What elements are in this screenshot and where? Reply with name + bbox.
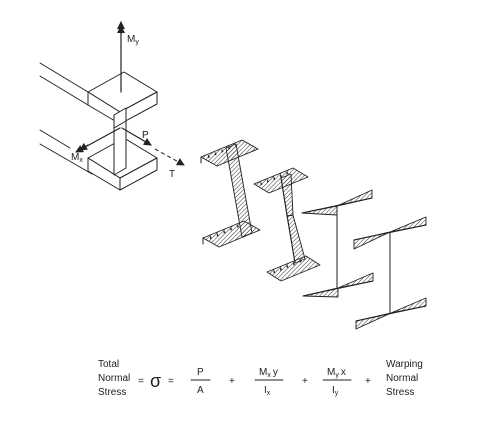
i-beam — [39, 62, 158, 191]
stress-arrow-tick — [280, 173, 282, 178]
my-bending-section — [301, 189, 374, 298]
equals-sign-2: = — [168, 376, 174, 387]
equals-sign-1: = — [138, 376, 144, 387]
my-label: My — [127, 34, 139, 46]
stress-arrow-tick — [223, 229, 226, 234]
plus-sign-2: + — [302, 376, 308, 387]
axial-stress-section — [200, 139, 261, 248]
sigma-symbol: σ — [150, 371, 161, 391]
stress-arrow-tick — [273, 176, 276, 181]
stress-arrow-tick — [280, 266, 282, 271]
t-label: T — [169, 169, 175, 180]
term2-denominator: Ix — [264, 385, 271, 397]
total-normal-stress-label-line3: Stress — [98, 387, 126, 398]
term1-numerator: P — [197, 367, 204, 378]
term1-denominator: A — [197, 385, 204, 396]
stress-arrow-tick — [230, 226, 233, 231]
p-label: P — [142, 130, 149, 141]
stress-arrow-tick — [237, 223, 240, 229]
plus-sign-3: + — [365, 376, 371, 387]
stress-arrow-tick — [209, 235, 212, 240]
stress-arrow-tick — [286, 170, 289, 175]
stress-arrow-tick — [228, 145, 231, 150]
stress-arrow-tick — [214, 151, 217, 156]
mx-label: Mx — [71, 152, 83, 164]
stress-arrow-tick — [207, 154, 210, 159]
total-normal-stress-label: Total — [98, 359, 119, 370]
total-normal-stress-label-line2: Normal — [98, 373, 130, 384]
stress-arrow-tick — [221, 148, 224, 153]
stress-arrow-tick — [216, 232, 219, 237]
p-force-arrow — [121, 127, 152, 146]
stress-arrow-ticks — [207, 142, 302, 274]
warping-section — [353, 216, 427, 330]
stress-arrow-tick — [260, 181, 263, 186]
stress-arrow-tick — [293, 261, 295, 266]
stress-arrow-tick — [267, 178, 269, 183]
t-torsion-arrow — [154, 148, 185, 166]
stress-arrow-tick — [235, 142, 238, 148]
plus-sign-1: + — [229, 376, 235, 387]
term3-denominator: Iy — [332, 385, 339, 397]
warping-normal-stress-label-line2: Normal — [386, 373, 418, 384]
stress-arrow-tick — [299, 258, 302, 263]
stress-arrow-tick — [286, 264, 289, 269]
warping-normal-stress-label: Warping — [386, 359, 423, 370]
mx-moment-arrow — [75, 127, 121, 153]
warping-normal-stress-label-line3: Stress — [386, 387, 414, 398]
stress-arrow-tick — [273, 269, 276, 274]
mx-bending-section — [253, 167, 321, 282]
